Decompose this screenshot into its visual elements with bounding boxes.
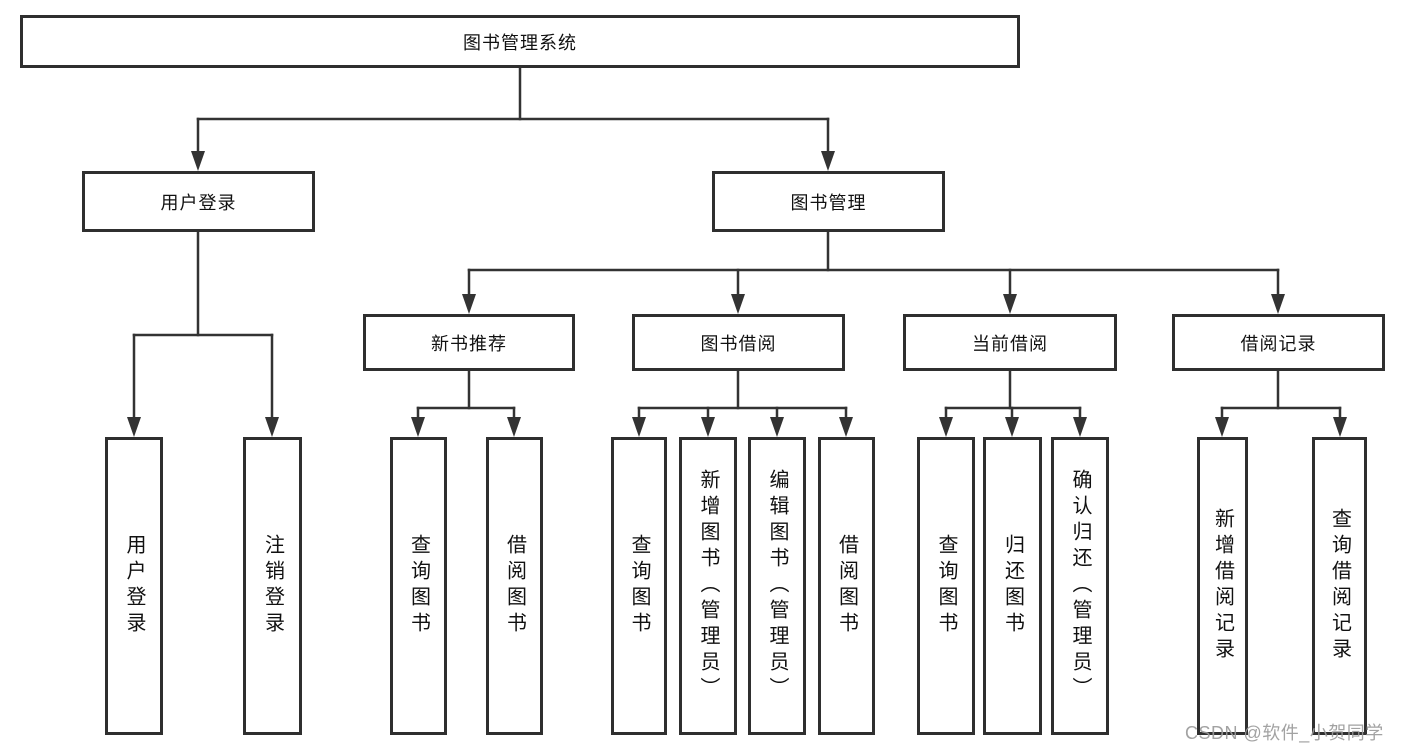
leaf-edit-book-admin: 编辑图书（管理员）	[748, 437, 806, 735]
node-current-borrow: 当前借阅	[903, 314, 1117, 371]
leaf-query-books-current: 查询图书	[917, 437, 975, 735]
leaf-query-borrow-record: 查询借阅记录	[1312, 437, 1367, 735]
leaf-logout: 注销登录	[243, 437, 302, 735]
leaf-add-book-admin: 新增图书（管理员）	[679, 437, 737, 735]
leaf-query-books-recommend: 查询图书	[390, 437, 447, 735]
node-book-management: 图书管理	[712, 171, 945, 232]
node-root: 图书管理系统	[20, 15, 1020, 68]
leaf-borrow-books-borrow: 借阅图书	[818, 437, 875, 735]
leaf-add-borrow-record: 新增借阅记录	[1197, 437, 1248, 735]
leaf-return-books: 归还图书	[983, 437, 1042, 735]
leaf-query-books-borrow: 查询图书	[611, 437, 667, 735]
node-new-book-recommend: 新书推荐	[363, 314, 575, 371]
leaf-borrow-books-recommend: 借阅图书	[486, 437, 543, 735]
node-book-borrow: 图书借阅	[632, 314, 845, 371]
watermark: CSDN @软件_小贺同学	[1185, 723, 1384, 743]
leaf-confirm-return-admin: 确认归还（管理员）	[1051, 437, 1109, 735]
node-user-login: 用户登录	[82, 171, 315, 232]
leaf-user-login: 用户登录	[105, 437, 163, 735]
node-borrow-records: 借阅记录	[1172, 314, 1385, 371]
